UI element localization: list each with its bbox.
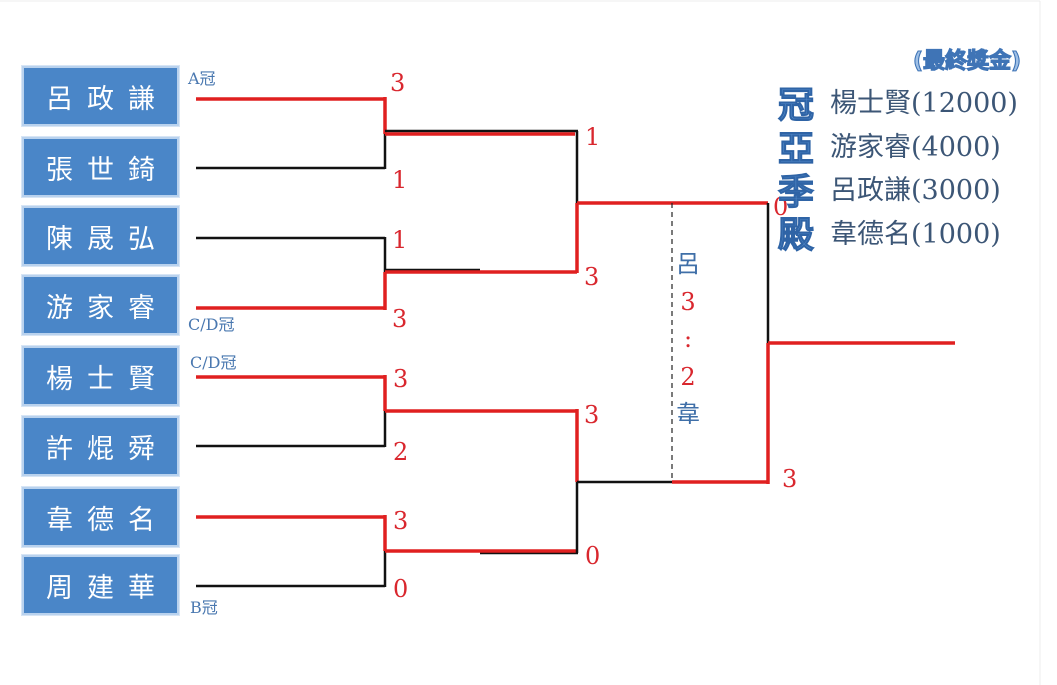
prize-row-1: 楊士賢(12000) (830, 88, 1018, 119)
player-name: 周建華 (46, 572, 169, 604)
rank-champion-icon: 冠 (778, 85, 814, 126)
r1m4-bottom-score: 0 (393, 575, 408, 603)
prize-amount: (1000) (911, 219, 1001, 250)
player-box-5: 楊士賢 (22, 346, 179, 406)
sf2-top-score: 3 (584, 401, 599, 429)
prize-row-2: 游家睿(4000) (830, 132, 1001, 163)
seed-label-cd-top: C/D冠 (188, 315, 234, 334)
third-place-player-bottom: 韋 (676, 400, 700, 428)
third-place-score-top: 3 (680, 288, 695, 316)
player-name: 呂政謙 (46, 83, 169, 115)
prize-row-4: 韋德名(1000) (830, 219, 1001, 250)
prize-name: 呂政謙 (830, 175, 911, 206)
player-box-2: 張世錡 (22, 137, 179, 197)
seed-label-a: A冠 (187, 69, 216, 88)
player-name: 游家睿 (46, 292, 169, 324)
prize-amount: (3000) (911, 175, 1001, 206)
prize-amount: (12000) (911, 88, 1018, 119)
r1m3-top-score: 3 (393, 365, 408, 393)
r1m2-bottom-score: 3 (392, 305, 407, 333)
third-place-score-bottom: 2 (680, 363, 695, 391)
player-name: 張世錡 (46, 154, 169, 186)
player-box-6: 許焜舜 (22, 416, 179, 476)
r1m3-bottom-score: 2 (393, 438, 408, 466)
player-name: 陳晟弘 (46, 223, 169, 255)
prize-name: 楊士賢 (830, 88, 911, 119)
seed-label-cd-bottom: C/D冠 (190, 353, 236, 372)
player-box-8: 周建華 (22, 555, 179, 615)
rank-runner-up-icon: 亞 (778, 129, 814, 170)
player-box-4: 游家睿 (22, 275, 179, 335)
prize-name: 游家睿 (830, 132, 911, 163)
prize-name: 韋德名 (830, 219, 911, 250)
r1m2-top-score: 1 (392, 226, 407, 254)
prize-amount: (4000) (911, 132, 1001, 163)
sf1-top-score: 1 (585, 123, 600, 151)
player-name: 楊士賢 (46, 363, 169, 395)
third-place-separator: : (684, 325, 692, 353)
prize-row-3: 呂政謙(3000) (830, 175, 1001, 206)
final-bottom-score: 3 (782, 465, 797, 493)
player-box-1: 呂政謙 (22, 66, 179, 126)
final-top-score: 0 (773, 193, 788, 221)
r1m4-top-score: 3 (393, 507, 408, 535)
player-name: 許焜舜 (46, 433, 169, 465)
player-name: 韋德名 (46, 504, 169, 536)
seed-label-b: B冠 (190, 598, 218, 617)
rank-fourth-icon: 殿 (778, 215, 814, 256)
player-box-7: 韋德名 (22, 487, 179, 547)
sf1-bottom-score: 3 (584, 263, 599, 291)
player-box-3: 陳晟弘 (22, 206, 179, 266)
r1m1-bottom-score: 1 (392, 166, 407, 194)
third-place-player-top: 呂 (676, 250, 700, 278)
r1m1-top-score: 3 (390, 69, 405, 97)
sf2-bottom-score: 0 (585, 542, 600, 570)
prize-title: (最終獎金) (913, 48, 1021, 74)
rank-third-icon: 季 (778, 172, 814, 213)
